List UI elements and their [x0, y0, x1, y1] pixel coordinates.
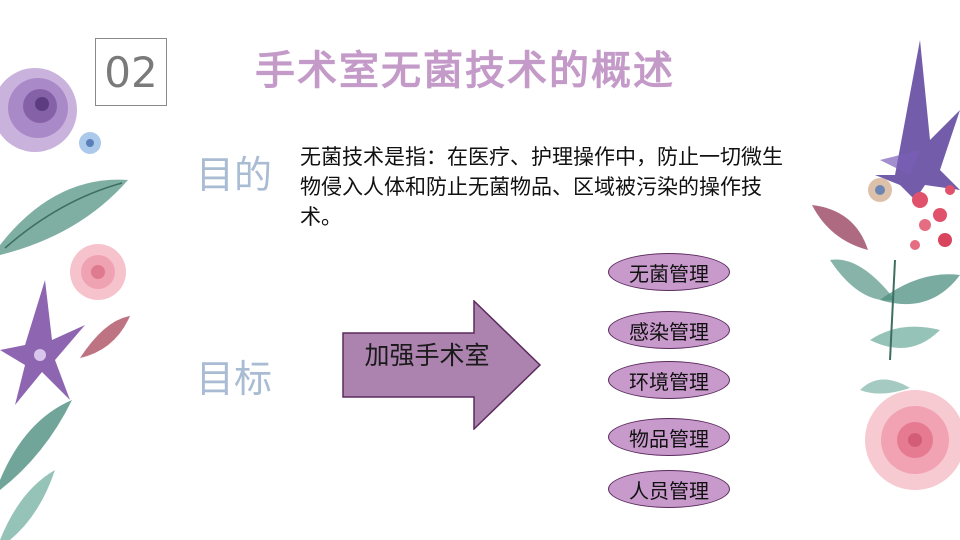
arrow-label: 加强手术室	[364, 341, 490, 370]
management-item: 环境管理	[608, 361, 730, 399]
purpose-label: 目的	[196, 153, 273, 197]
management-item: 无菌管理	[608, 253, 730, 291]
management-item: 感染管理	[608, 311, 730, 349]
section-number: 02	[95, 38, 167, 106]
slide-title: 手术室无菌技术的概述	[255, 48, 675, 94]
management-item: 物品管理	[608, 418, 730, 456]
flower-decoration-left-icon	[0, 68, 130, 540]
purpose-description: 无菌技术是指：在医疗、护理操作中，防止一切微生物侵入人体和防止无菌物品、区域被污…	[300, 145, 783, 229]
goal-label: 目标	[196, 357, 273, 401]
flower-decoration-right-icon	[812, 40, 960, 490]
management-item: 人员管理	[608, 470, 730, 508]
arrow-right-icon	[342, 300, 542, 430]
